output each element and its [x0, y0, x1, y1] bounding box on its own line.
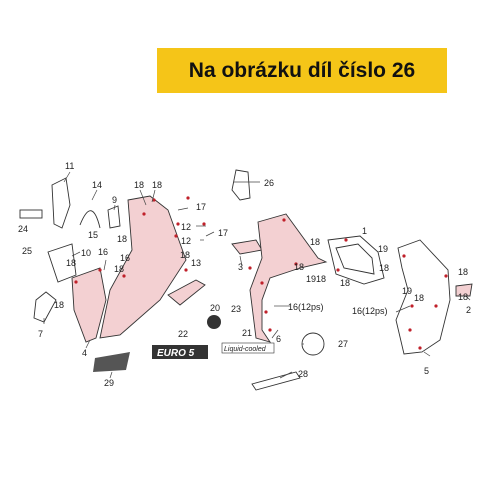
part-20-emblem [207, 315, 221, 329]
label-21: 21 [242, 328, 252, 338]
fasteners [74, 196, 448, 350]
part-3-duct [231, 239, 263, 255]
label-18j: 18 [316, 274, 326, 284]
label-18m: 18 [414, 293, 424, 303]
part-19-headlight [327, 235, 385, 285]
label-10: 10 [81, 248, 91, 258]
label-4: 4 [82, 348, 87, 358]
label-19b: 19 [306, 274, 316, 284]
label-23: 23 [231, 304, 241, 314]
label-18h: 18 [310, 237, 320, 247]
part-29-decal [93, 352, 130, 372]
label-17a: 17 [196, 202, 206, 212]
label-20: 20 [210, 303, 220, 313]
label-16-12ps-a: 16(12ps) [288, 302, 324, 312]
label-9: 9 [112, 195, 117, 205]
label-14: 14 [92, 180, 102, 190]
label-7: 7 [38, 329, 43, 339]
label-1: 1 [362, 226, 367, 236]
label-18f: 18 [66, 258, 76, 268]
label-18e: 18 [180, 250, 190, 260]
label-3: 3 [238, 262, 243, 272]
part-26-screen [231, 169, 251, 201]
part-14-wire [79, 210, 101, 229]
label-5: 5 [424, 366, 429, 376]
title-banner: Na obrázku díl číslo 26 [157, 48, 447, 93]
label-18c: 18 [117, 234, 127, 244]
label-24: 24 [18, 224, 28, 234]
callout-labels: 1 2 3 4 5 6 7 9 10 11 12 12 13 14 15 16 … [18, 161, 471, 388]
part-21-liquid-decal [221, 342, 275, 354]
liquid-decal-text: Liquid-cooled [224, 346, 267, 353]
part-5-side-panel [395, 239, 451, 355]
part-13-wing [167, 279, 206, 306]
label-18a: 18 [134, 180, 144, 190]
label-19c: 19 [402, 286, 412, 296]
leader-lines [43, 171, 471, 379]
label-18i: 18 [294, 262, 304, 272]
label-29: 29 [104, 378, 114, 388]
part-7-plate [33, 291, 57, 323]
label-18k: 18 [340, 278, 350, 288]
part-1-cowl [249, 213, 328, 343]
label-18l: 18 [379, 263, 389, 273]
label-18n: 18 [458, 267, 468, 277]
label-18o: 18 [458, 292, 468, 302]
label-18d: 18 [114, 264, 124, 274]
label-26: 26 [264, 178, 274, 188]
label-2: 2 [466, 305, 471, 315]
label-6: 6 [276, 334, 281, 344]
label-18b: 18 [152, 180, 162, 190]
label-16-12ps-b: 16(12ps) [352, 306, 388, 316]
label-18g: 18 [54, 300, 64, 310]
label-25: 25 [22, 246, 32, 256]
label-17b: 17 [218, 228, 228, 238]
label-22: 22 [178, 329, 188, 339]
label-19a: 19 [378, 244, 388, 254]
part-2-cover [455, 283, 473, 297]
label-13: 13 [191, 258, 201, 268]
label-16a: 16 [98, 247, 108, 257]
label-12a: 12 [181, 222, 191, 232]
part-4-panel [71, 267, 107, 343]
label-16b: 16 [120, 253, 130, 263]
part-22-euro-decal [152, 345, 208, 359]
label-27: 27 [338, 339, 348, 349]
banner-text: Na obrázku díl číslo 26 [188, 58, 416, 82]
part-28-bar [251, 371, 301, 391]
label-12b: 12 [181, 236, 191, 246]
euro-decal-text: EURO 5 [157, 348, 195, 359]
part-27-disc [301, 332, 325, 356]
part-10-bracket [47, 243, 77, 283]
part-19-headlight-inner [335, 243, 375, 275]
part-24-clip [19, 209, 43, 219]
label-15: 15 [88, 230, 98, 240]
label-11: 11 [65, 161, 74, 171]
part-front-cover [99, 195, 187, 339]
part-11-mirror [51, 177, 71, 229]
label-28: 28 [298, 369, 308, 379]
